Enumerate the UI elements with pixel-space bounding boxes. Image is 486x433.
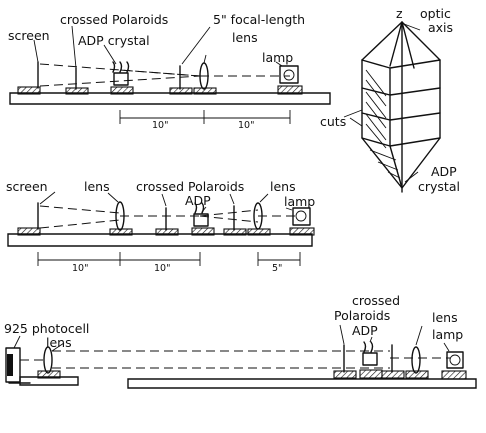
label-adp: ADP (185, 193, 211, 208)
lens-b-right (247, 202, 271, 236)
polaroid-c-2 (381, 344, 405, 379)
polaroids-line-2: Polaroids (334, 308, 390, 323)
polaroid-a-2 (169, 65, 193, 95)
label-lens: lens (432, 310, 458, 325)
photocell (5, 347, 31, 384)
label-crossed-polaroids: crossed Polaroids (334, 293, 404, 323)
polaroid-a-1 (65, 67, 89, 95)
label-crossed-polaroids: crossed Polaroids (60, 12, 168, 27)
label-adp: ADP (352, 323, 378, 338)
dimensions-b: 10" 10" 5" (37, 252, 301, 274)
label-z: z (396, 6, 403, 21)
label-lens: lens (46, 335, 72, 350)
label-lens: lens (84, 179, 110, 194)
crystal-cut (361, 87, 441, 96)
optical-bench-a (9, 92, 331, 105)
leader-lines-a (33, 25, 283, 69)
leader-lines-b (39, 191, 293, 213)
setup-b: 10" 10" 5" screen lens crossed Polaroids… (6, 179, 315, 274)
label-lens: lens (232, 30, 258, 45)
polaroids-line-1: crossed (352, 293, 400, 308)
label-adp-crystal-caption: ADP crystal (418, 164, 461, 194)
label-photocell: 925 photocell (4, 321, 89, 336)
dimensions-a: 10" 10" (119, 110, 291, 131)
light-beams-c (20, 350, 450, 369)
label-optic-axis: optic axis (420, 6, 455, 35)
leader-lines-c (13, 324, 450, 352)
distance-label: 10" (72, 263, 88, 274)
polaroid-c-1 (333, 344, 357, 379)
distance-label: 10" (238, 120, 254, 131)
setup-a: 10" 10" screen crossed Polaroids ADP cry… (8, 12, 331, 131)
lens-a (193, 62, 217, 95)
label-lamp: lamp (262, 50, 293, 65)
adp-crystal-drawing: z optic axis cuts ADP crystal (320, 6, 461, 194)
adp-crystal-b (191, 202, 215, 236)
adp-crystal-a (110, 61, 134, 95)
lamp-a (277, 65, 303, 95)
distance-label: 10" (154, 263, 170, 274)
distance-label: 10" (152, 120, 168, 131)
label-focal-length: 5" focal-length (213, 12, 305, 27)
caption-line-1: ADP (431, 164, 457, 179)
screen-a (17, 61, 41, 95)
crystal-cut (361, 112, 441, 121)
distance-label: 5" (272, 263, 282, 274)
light-beams-a (39, 63, 290, 87)
caption-line-2: crystal (418, 179, 460, 194)
lamp-b (289, 207, 315, 236)
polaroid-b-2 (223, 205, 247, 236)
label-screen: screen (8, 28, 50, 43)
label-cuts: cuts (320, 114, 346, 129)
polaroid-b-1 (155, 207, 179, 236)
screen-b (17, 202, 41, 236)
label-lens: lens (270, 179, 296, 194)
adp-crystal-c (359, 341, 383, 379)
lamp-c (441, 351, 467, 380)
label-lamp: lamp (432, 327, 463, 342)
lens-c-left (37, 346, 61, 379)
label-optic-axis-line-2: axis (428, 20, 453, 35)
label-screen: screen (6, 179, 48, 194)
label-crossed-polaroids: crossed Polaroids (136, 179, 244, 194)
lens-b-left (109, 201, 133, 236)
setup-c: 925 photocell lens crossed Polaroids ADP… (4, 293, 477, 389)
optical-bench-b (7, 233, 313, 247)
label-adp-crystal: ADP crystal (78, 33, 150, 48)
optical-bench-c-right (127, 378, 477, 389)
lens-c-right (405, 346, 429, 379)
label-lamp: lamp (284, 194, 315, 209)
label-optic-axis-line-1: optic (420, 6, 451, 21)
